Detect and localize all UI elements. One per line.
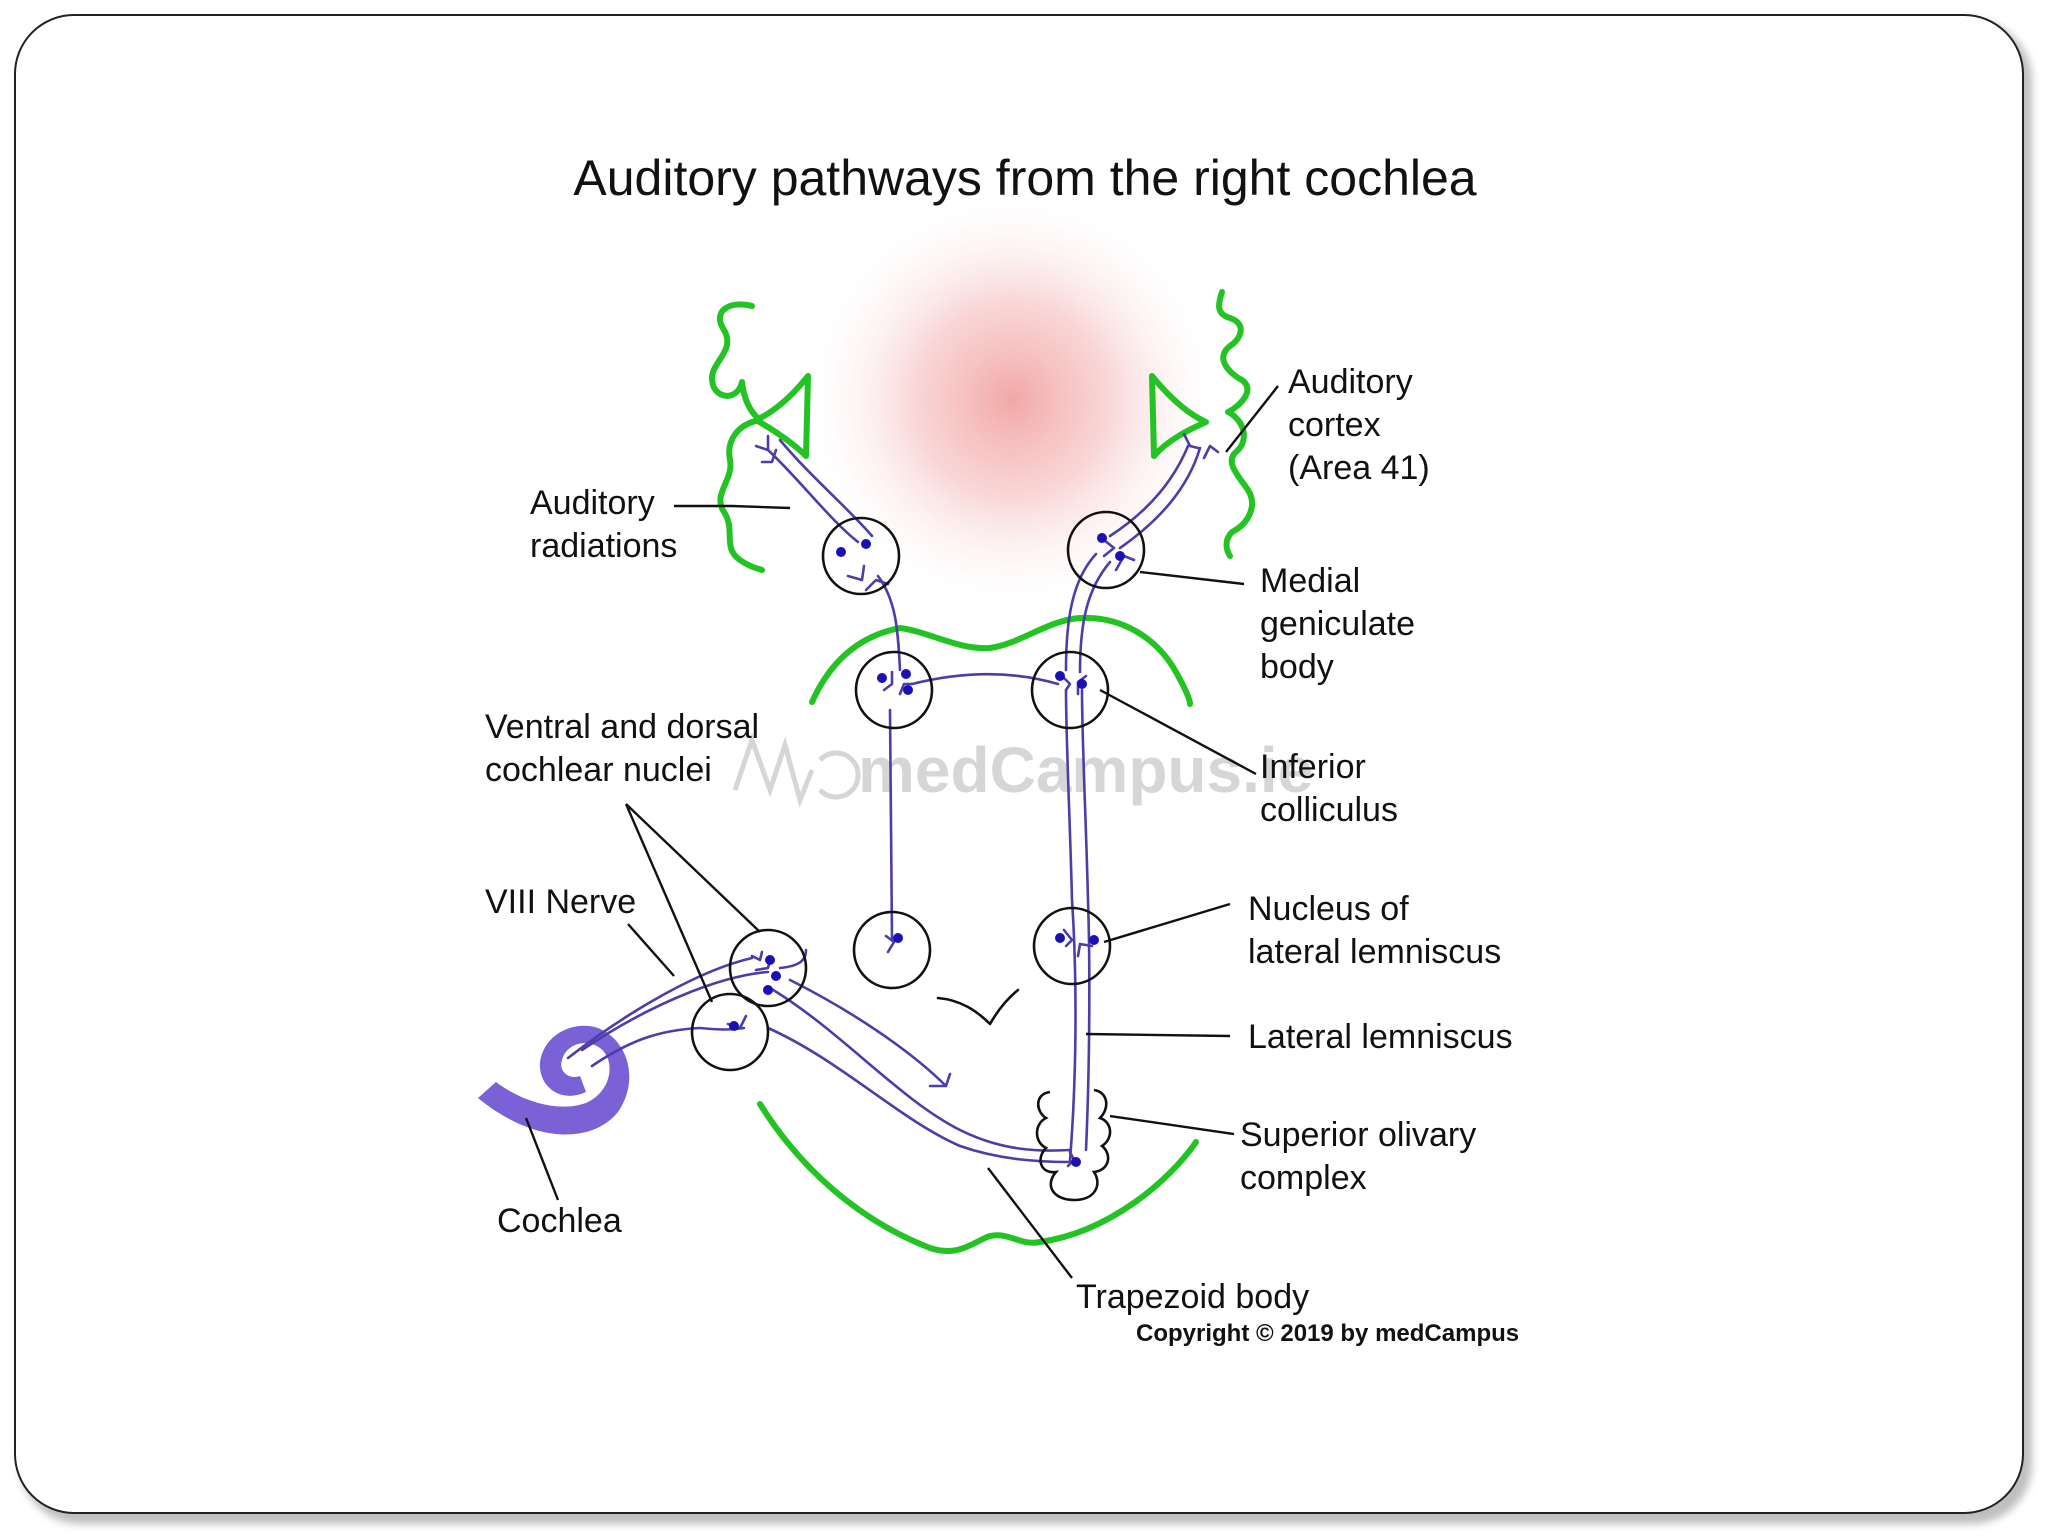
left-medial-geniculate-nucleus: [821, 516, 901, 596]
leader-lines: [524, 385, 1279, 1279]
label-auditory-cortex: Auditory cortex (Area 41): [1288, 363, 1430, 487]
label-superior-olivary-line1: Superior olivary: [1240, 1116, 1476, 1154]
right-ic-to-mgb-fiber-1: [1064, 552, 1098, 672]
label-superior-olivary-complex: Superior olivary complex: [1240, 1116, 1476, 1197]
leader-cochlear-nuclei-1: [625, 803, 761, 933]
leader-medial-geniculate: [1139, 570, 1245, 586]
label-cochlear-nuclei-line2: cochlear nuclei: [485, 751, 712, 789]
left-lateral-lemniscus-nucleus: [852, 910, 932, 990]
watermark-logo-arc-icon: [818, 750, 861, 800]
right-cortex-outline: [1216, 289, 1255, 559]
leader-trapezoid-body: [987, 1167, 1073, 1279]
dorsal-cochlear-nucleus: [728, 928, 808, 1008]
watermark: medCampus.ie: [732, 732, 1313, 808]
label-medial-geniculate-body: Medial geniculate body: [1260, 562, 1415, 686]
leader-auditory-cortex: [1225, 385, 1279, 453]
viii-nerve-fiber-3: [590, 1026, 746, 1068]
label-auditory-cortex-line1: Auditory: [1288, 363, 1413, 401]
cochlea-icon: [478, 1025, 630, 1135]
right-ic-to-mgb-fiber-2: [1078, 560, 1112, 674]
label-medial-geniculate-line2: geniculate: [1260, 605, 1415, 643]
trapezoid-fiber-1: [766, 1026, 1072, 1164]
label-trapezoid-body: Trapezoid body: [1076, 1278, 1309, 1316]
label-inferior-colliculus-line1: Inferior: [1260, 748, 1366, 786]
left-cortex-outline: [709, 301, 765, 573]
cortex-glow: [797, 185, 1227, 615]
label-inferior-colliculus-line2: colliculus: [1260, 791, 1398, 829]
label-auditory-cortex-line3: (Area 41): [1288, 449, 1430, 487]
superior-olivary-complex-shape: [1035, 1088, 1112, 1202]
label-auditory-radiations-line1: Auditory: [530, 484, 655, 522]
left-ic-to-mgb-fiber: [876, 574, 902, 672]
ventral-cochlear-nucleus: [690, 992, 770, 1072]
label-viii-nerve: VIII Nerve: [485, 883, 636, 921]
label-medial-geniculate-line1: Medial: [1260, 562, 1360, 600]
label-auditory-radiations: Auditory radiations: [530, 484, 677, 565]
label-cochlear-nuclei-line1: Ventral and dorsal: [485, 708, 759, 746]
label-medial-geniculate-line3: body: [1260, 648, 1334, 686]
label-nucleus-ll-line2: lateral lemniscus: [1248, 933, 1501, 971]
nuclei: [690, 510, 1146, 1202]
leader-auditory-radiations: [674, 504, 791, 510]
label-auditory-radiations-line2: radiations: [530, 527, 677, 565]
label-inferior-colliculus: Inferior colliculus: [1260, 748, 1398, 829]
trapezoid-fiber-2: [768, 986, 1072, 1152]
leader-cochlea: [524, 1117, 560, 1201]
watermark-logo-icon: [732, 732, 815, 808]
leader-lateral-lemniscus: [1085, 1032, 1231, 1038]
right-radiation-fiber-1: [1108, 444, 1190, 538]
label-cochlea: Cochlea: [497, 1202, 622, 1240]
right-cortex-triangle: [1149, 373, 1209, 459]
leader-nucleus-lateral-lemniscus: [1103, 902, 1231, 944]
lateral-lemniscus-fiber-1: [1064, 688, 1077, 1162]
label-superior-olivary-line2: complex: [1240, 1159, 1367, 1197]
label-lateral-lemniscus: Lateral lemniscus: [1248, 1018, 1513, 1056]
leader-superior-olivary: [1109, 1114, 1235, 1136]
leader-viii-nerve: [627, 923, 675, 977]
nucleus-link-fiber: [778, 948, 808, 970]
left-cortex-triangle: [753, 373, 811, 459]
viii-nerve-fiber-2: [580, 970, 770, 1052]
label-cochlear-nuclei: Ventral and dorsal cochlear nuclei: [485, 708, 759, 789]
synapse-dots: [729, 533, 1125, 1167]
viii-nerve-fiber-1: [566, 956, 754, 1060]
trapezoid-fiber-end: [928, 1072, 952, 1088]
right-medial-geniculate-nucleus: [1066, 510, 1146, 590]
left-ascending-fiber: [888, 708, 894, 942]
trapezoid-fiber-3: [788, 978, 948, 1088]
left-radiation-fiber-1: [766, 448, 860, 544]
label-nucleus-lateral-lemniscus: Nucleus of lateral lemniscus: [1248, 890, 1501, 971]
right-inferior-colliculus-nucleus: [1030, 650, 1110, 730]
colliculus-commissure: [910, 672, 1060, 686]
lateral-lemniscus-fiber-2: [1080, 688, 1091, 1152]
ventricle-mark: [936, 988, 1020, 1026]
label-auditory-cortex-line2: cortex: [1288, 406, 1381, 444]
left-radiation-fiber-2: [778, 438, 874, 538]
right-radiation-fiber-2: [1118, 446, 1202, 550]
right-lateral-lemniscus-nucleus: [1032, 906, 1112, 986]
left-inferior-colliculus-nucleus: [854, 650, 934, 730]
leader-inferior-colliculus: [1099, 688, 1257, 776]
brainstem-outline: [757, 1101, 1199, 1254]
leader-cochlear-nuclei-2: [624, 803, 714, 1003]
dendrite-branches: [726, 432, 1220, 1168]
midbrain-outline: [809, 614, 1193, 707]
copyright-notice: Copyright © 2019 by medCampus: [1136, 1320, 1519, 1347]
nerve-fibers: [566, 438, 1202, 1164]
label-nucleus-ll-line1: Nucleus of: [1248, 890, 1409, 928]
